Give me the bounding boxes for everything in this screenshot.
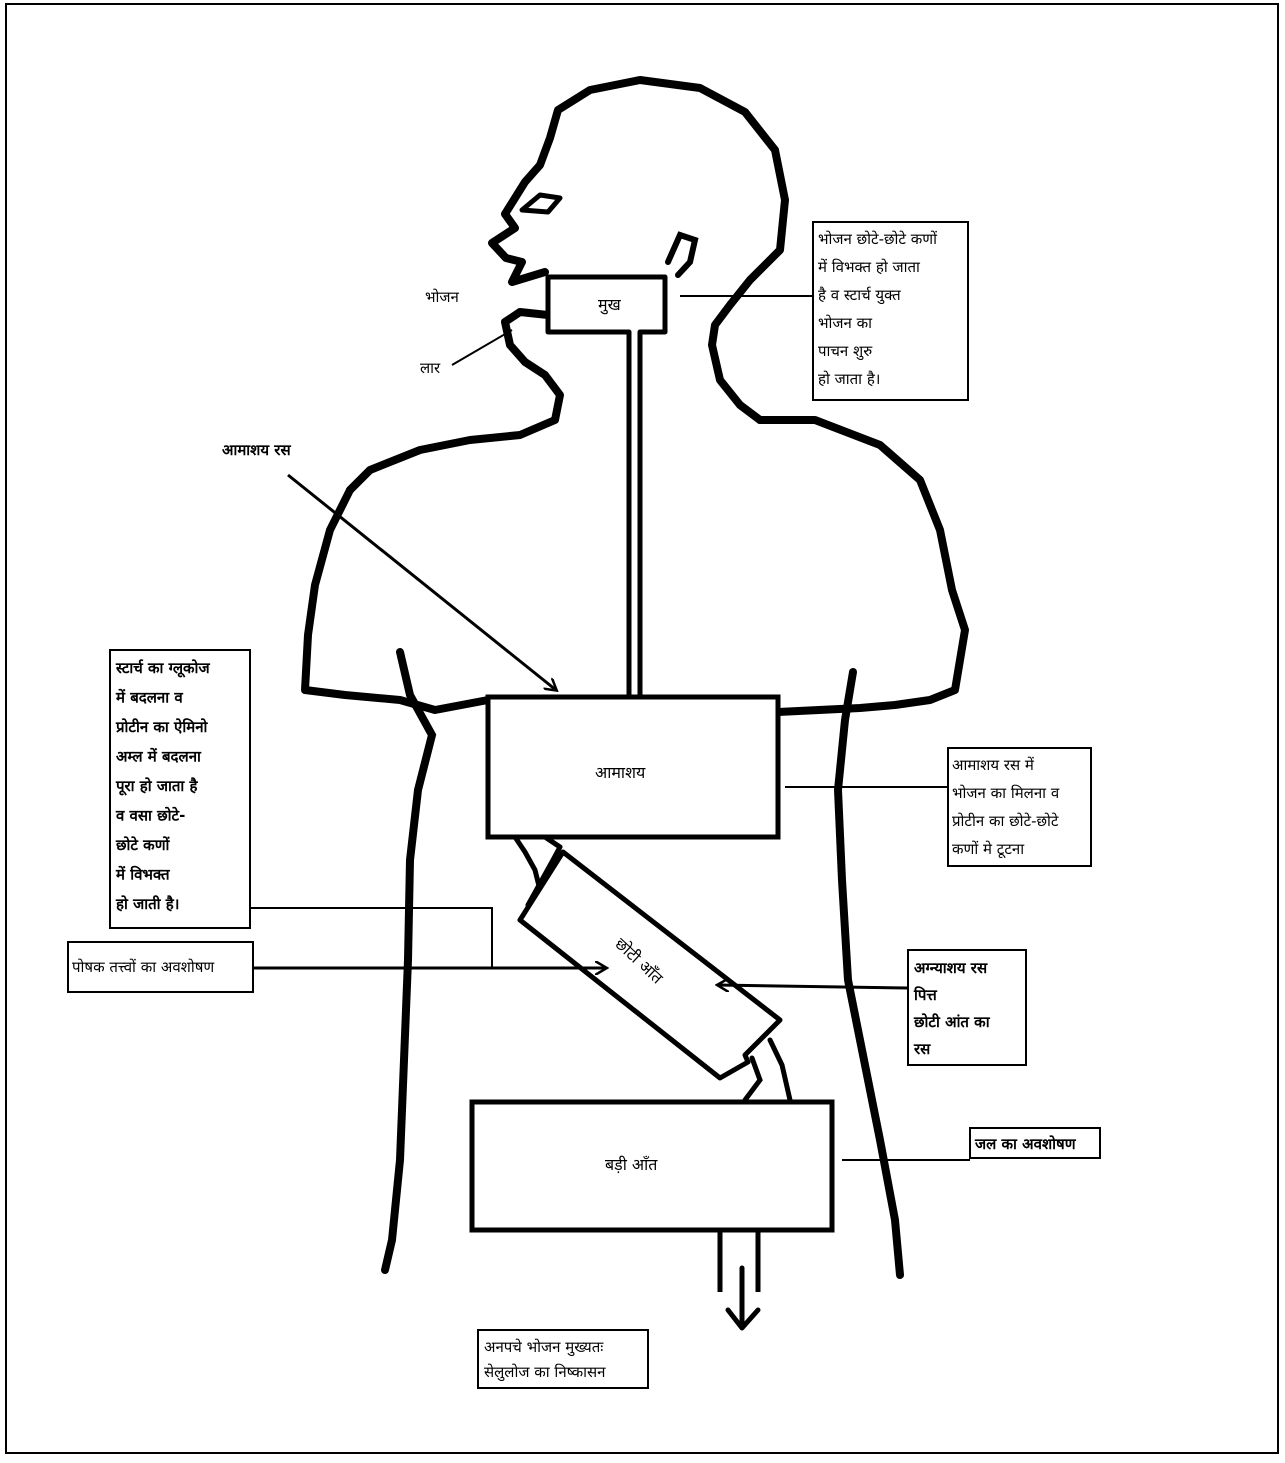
label-amashay: आमाशय: [595, 763, 646, 782]
label-amashay-ras: आमाशय रस: [222, 441, 291, 459]
note-line: पित्त: [913, 986, 937, 1004]
note-line: सेलुलोज का निष्कासन: [484, 1363, 606, 1382]
note-line: अनपचे भोजन मुख्यतः: [484, 1338, 604, 1357]
mouth-cavity: [548, 277, 665, 697]
note-line: में विभक्त: [115, 866, 171, 884]
note-line: आमाशय रस में: [952, 756, 1035, 774]
chin-outline: [350, 312, 560, 490]
note-line: स्टार्च का ग्लूकोज: [115, 659, 210, 678]
note-line: प्रोटीन का छोटे-छोटे: [952, 812, 1059, 830]
note-line: में विभक्त हो जाता: [818, 258, 921, 276]
note-line: अग्न्याशय रस: [914, 959, 988, 977]
note-line: रस: [913, 1040, 931, 1058]
note-line: पाचन शुरु: [818, 342, 873, 361]
note-line: हो जाता है।: [818, 370, 881, 388]
note-line: अम्ल में बदलना: [116, 748, 202, 766]
note-line: में बदलना व: [115, 689, 183, 707]
note-line: भोजन छोटे-छोटे कणों: [818, 230, 938, 248]
amashay-ras-arrow: [288, 475, 556, 690]
left-shoulder-outline: [305, 490, 488, 710]
eye: [522, 195, 560, 212]
note-line: भोजन का मिलना व: [952, 784, 1060, 802]
note-line: कणों मे टूटना: [952, 840, 1025, 859]
label-mukh: मुख: [598, 295, 622, 315]
note-line: छोटी आंत का: [913, 1013, 991, 1031]
rectum: [720, 1230, 758, 1292]
note-line: भोजन का: [818, 314, 873, 332]
note-line: हो जाती है।: [115, 895, 179, 913]
right-side-outline: [838, 672, 900, 1275]
left-side-outline: [385, 652, 432, 1270]
label-badi-aant: बड़ी आँत: [605, 1155, 658, 1174]
note-water: जल का अवशोषण: [974, 1135, 1077, 1153]
note-line: व वसा छोटे-: [115, 807, 185, 825]
note-line: प्रोटीन का ऐमिनो: [115, 718, 209, 736]
right-shoulder-outline: [760, 420, 965, 712]
note-absorption: पोषक तत्त्वों का अवशोषण: [72, 958, 215, 976]
note-line: पूरा हो जाता है: [115, 777, 199, 796]
label-laar: लार: [420, 359, 441, 377]
small-intestine-note-leader: [250, 908, 492, 968]
label-bhojan: भोजन: [425, 288, 460, 306]
ear: [668, 235, 695, 275]
juices-arrow: [718, 985, 908, 988]
note-line: है व स्टार्च युक्त: [818, 286, 901, 305]
laar-pointer-line: [452, 330, 512, 365]
egestion-arrow: [728, 1268, 758, 1328]
note-line: छोटे कणों: [115, 836, 171, 854]
